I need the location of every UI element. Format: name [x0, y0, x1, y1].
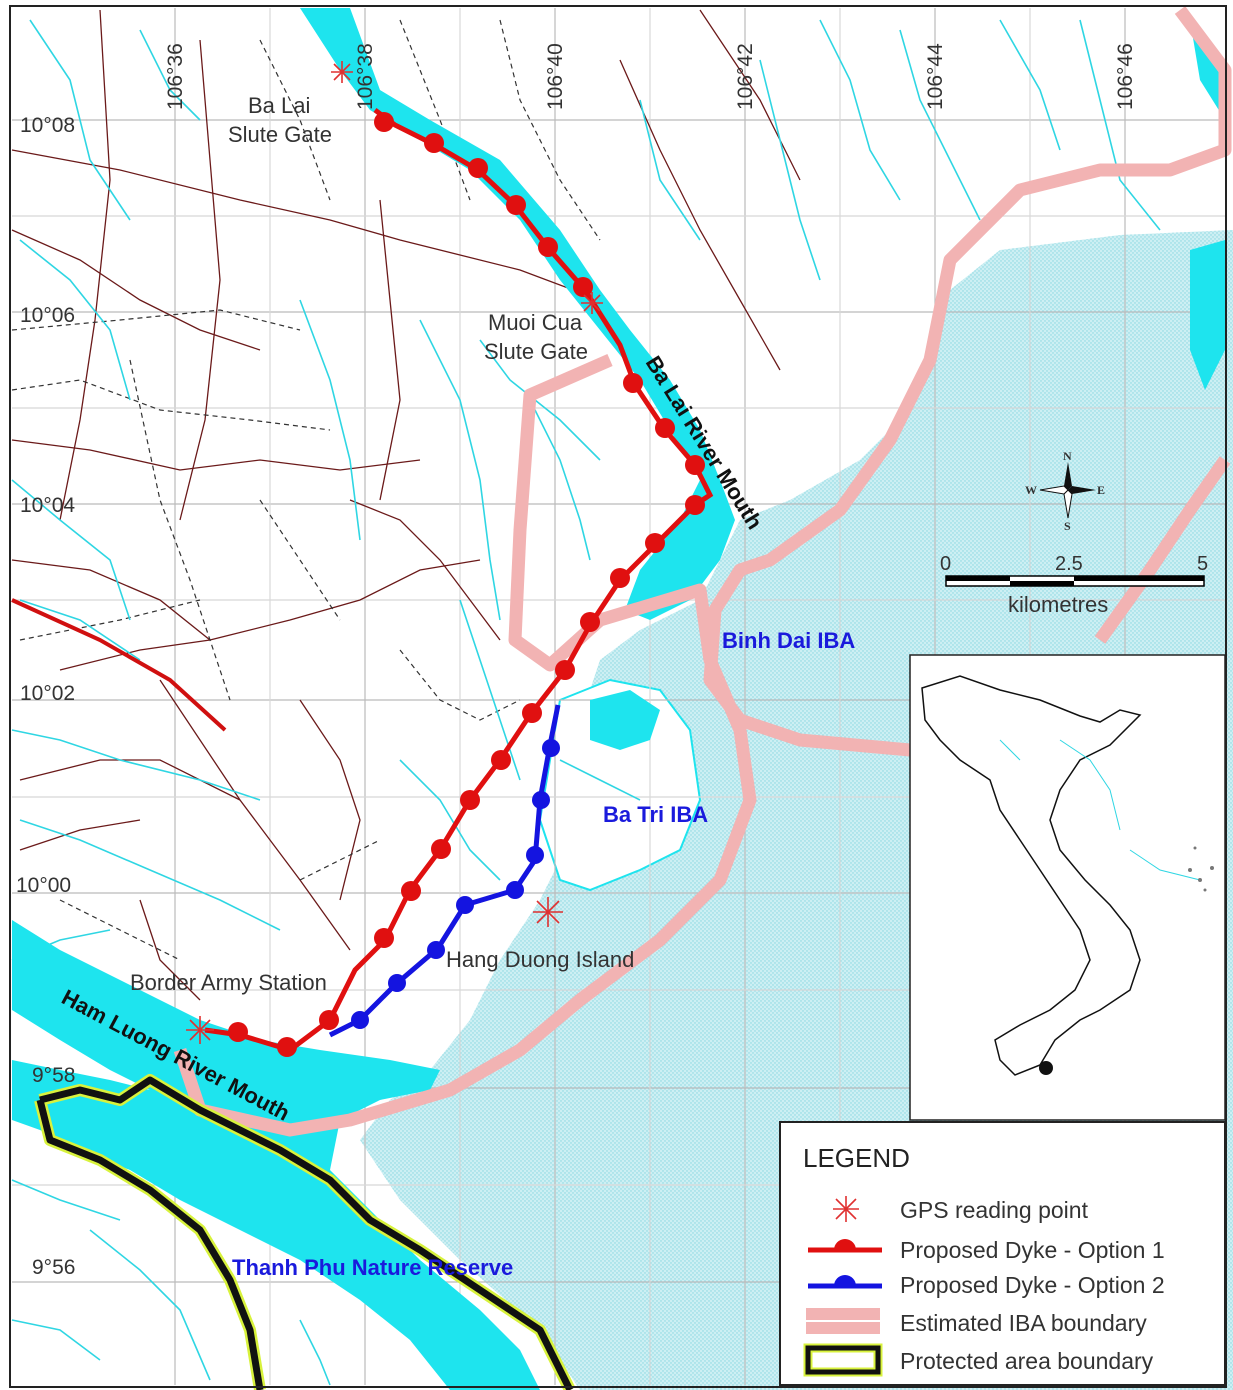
lat-label: 10°00 — [16, 874, 71, 897]
legend-gps-icon — [833, 1196, 859, 1222]
muoi-cua-gate-label: Muoi Cua — [488, 310, 583, 335]
hang-duong-label: Hang Duong Island — [446, 947, 634, 972]
legend-protected-icon — [803, 1343, 883, 1377]
lat-label: 9°58 — [32, 1064, 75, 1087]
ba-tri-iba-label: Ba Tri IBA — [603, 802, 708, 827]
iba-boundaries — [173, 6, 1232, 1137]
lat-label: 10°08 — [20, 114, 75, 137]
legend-label: Proposed Dyke - Option 2 — [900, 1272, 1165, 1298]
scale-bar: 0 2.5 5 kilometres — [940, 553, 1208, 617]
binh-dai-iba-label: Binh Dai IBA — [722, 628, 855, 653]
ba-lai-river — [300, 8, 735, 620]
lon-label: 106°40 — [544, 43, 567, 110]
north-arrow-icon: N S E W — [1025, 449, 1105, 533]
gps-points — [186, 61, 603, 1044]
red-road — [11, 598, 227, 732]
legend-title: LEGEND — [803, 1143, 910, 1173]
rivers — [12, 8, 1225, 1390]
muoi-cua-gate-label: Slute Gate — [484, 339, 588, 364]
scale-unit: kilometres — [1008, 592, 1108, 617]
legend-dyke2-icon — [808, 1275, 882, 1289]
road-network — [11, 9, 801, 1001]
compass-e: E — [1097, 483, 1105, 497]
compass-w: W — [1025, 483, 1037, 497]
lon-label: 106°46 — [1114, 43, 1137, 110]
lon-label: 106°36 — [164, 43, 187, 110]
thanh-phu-label: Thanh Phu Nature Reserve — [232, 1255, 513, 1280]
island-lake — [590, 690, 660, 750]
vietnam-outline — [921, 675, 1142, 1076]
lon-label: 106°42 — [734, 43, 757, 110]
dyke-option-1 — [204, 108, 714, 1057]
map-frame — [9, 5, 1227, 1388]
place-labels: Ba Lai Slute Gate Muoi Cua Slute Gate Bo… — [130, 93, 634, 995]
legend-dyke1-icon — [808, 1239, 882, 1253]
track-network — [11, 19, 601, 961]
lat-label: 9°56 — [32, 1256, 75, 1279]
gps-ba-lai — [331, 61, 353, 83]
area-labels: Binh Dai IBA Ba Tri IBA Thanh Phu Nature… — [232, 628, 855, 1280]
gps-muoi-cua — [581, 292, 603, 314]
legend-label: Protected area boundary — [900, 1348, 1154, 1374]
binh-dai-iba-boundary — [703, 6, 1232, 757]
scale-tick-1: 2.5 — [1055, 553, 1083, 575]
lat-label: 10°02 — [20, 682, 75, 705]
ba-lai-gate-label: Ba Lai — [248, 93, 310, 118]
longitude-labels: 106°36 106°38 106°40 106°42 106°44 106°4… — [164, 43, 1137, 110]
gps-hang-duong — [533, 897, 563, 927]
compass-n: N — [1063, 449, 1072, 463]
compass-s: S — [1064, 519, 1071, 533]
border-station-label: Border Army Station — [130, 970, 327, 995]
site-location-marker — [1039, 1061, 1053, 1075]
legend-label: Estimated IBA boundary — [900, 1310, 1147, 1336]
hang-duong-island — [538, 678, 702, 892]
inset-map — [909, 654, 1226, 1121]
dyke-option-2 — [328, 704, 561, 1038]
east-channel — [1190, 240, 1225, 390]
iba-boundary-east — [1094, 456, 1231, 644]
scale-tick-2: 5 — [1197, 553, 1208, 575]
legend-label: GPS reading point — [900, 1197, 1089, 1223]
protected-area-boundary — [34, 1074, 576, 1390]
latitude-labels: 10°08 10°06 10°04 10°02 10°00 9°58 9°56 — [16, 114, 75, 1279]
gps-border-station — [186, 1016, 214, 1044]
lat-label: 10°06 — [20, 304, 75, 327]
ham-luong-river — [12, 920, 540, 1390]
scale-tick-0: 0 — [940, 553, 951, 575]
ba-tri-iba-boundary — [173, 354, 757, 1137]
lon-label: 106°38 — [354, 43, 377, 110]
legend-label: Proposed Dyke - Option 1 — [900, 1237, 1165, 1263]
lat-label: 10°04 — [20, 494, 75, 517]
legend: LEGEND GPS reading point Proposed Dyke -… — [779, 1121, 1226, 1386]
lon-label: 106°44 — [924, 43, 947, 110]
ba-lai-gate-label: Slute Gate — [228, 122, 332, 147]
